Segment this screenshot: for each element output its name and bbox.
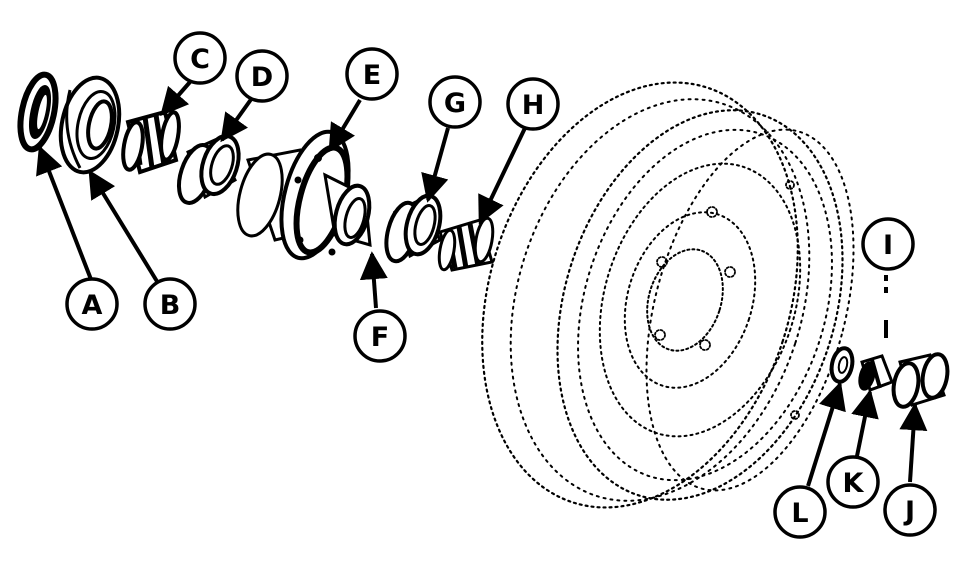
wheel-rim-drawing: [481, 81, 855, 509]
bearing-cone-part-c: [121, 109, 181, 175]
callout-k: K: [826, 455, 880, 509]
hub-part-e: [236, 129, 372, 261]
leader-e: [328, 98, 362, 153]
leader-l: [806, 381, 846, 487]
callout-c: C: [173, 31, 227, 85]
callout-b: B: [143, 277, 197, 331]
bearing-cup-part-d: [176, 133, 241, 205]
seal-part-a: [17, 71, 59, 153]
leader-b: [88, 169, 160, 285]
callout-g-label: G: [444, 88, 466, 119]
leader-g: [421, 127, 450, 203]
leader-a: [36, 145, 94, 283]
callout-l: L: [773, 485, 827, 539]
callout-g: G: [428, 75, 482, 129]
callout-j: J: [883, 483, 937, 537]
callout-l-label: L: [791, 498, 808, 529]
leader-c: [160, 80, 192, 117]
callout-i-label: I: [883, 230, 893, 261]
callout-d-label: D: [251, 62, 273, 93]
bearing-cup-part-g: [384, 193, 443, 264]
callout-a-label: A: [82, 290, 103, 321]
callout-f-label: F: [371, 322, 389, 353]
callout-f: F: [353, 309, 407, 363]
washer-part-l: [829, 346, 855, 384]
callout-d: D: [235, 49, 289, 103]
leader-j: [899, 402, 928, 483]
callout-k-label: K: [843, 468, 865, 499]
callout-h: H: [506, 77, 560, 131]
callout-h-label: H: [522, 90, 545, 121]
retainer-part-b: [58, 75, 122, 175]
nut-part-k: [858, 354, 894, 392]
bearing-cone-part-h: [437, 216, 495, 272]
hub-cap-part-j: [891, 352, 950, 409]
callout-b-label: B: [160, 290, 181, 321]
callout-i: I: [861, 217, 915, 271]
leader-f: [359, 251, 388, 309]
leader-d: [220, 96, 254, 143]
leader-h: [478, 127, 527, 225]
callout-a: A: [65, 277, 119, 331]
callout-j-label: J: [903, 496, 915, 527]
callout-e: E: [345, 47, 399, 101]
leader-lines: [36, 80, 928, 487]
callout-e-label: E: [363, 60, 381, 91]
callouts: A B C D E F G H: [65, 31, 937, 539]
leader-k: [851, 389, 879, 457]
callout-c-label: C: [190, 44, 210, 75]
